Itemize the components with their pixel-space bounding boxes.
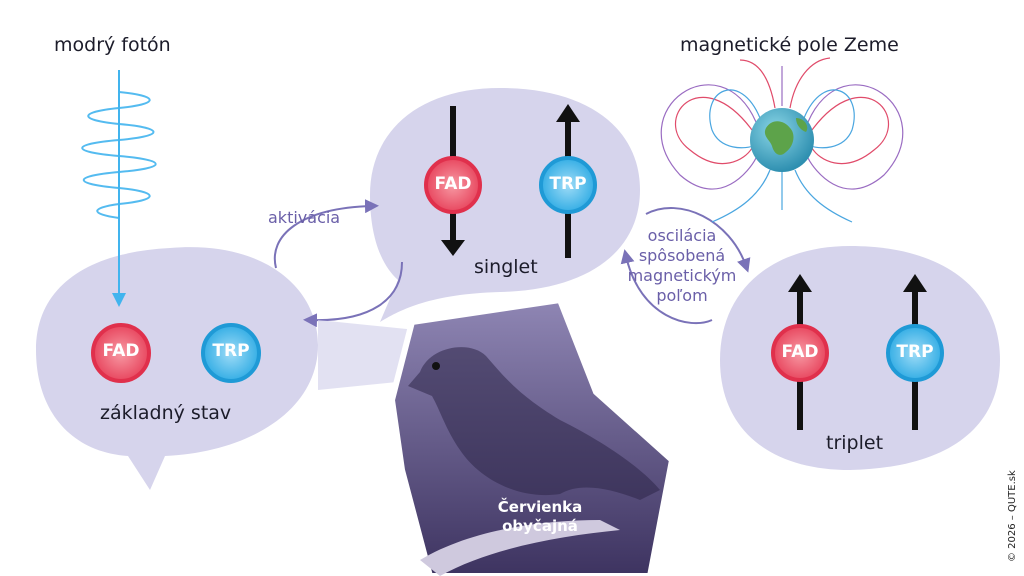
activation-arrow bbox=[273, 199, 379, 269]
singlet-trp-arrowhead-icon bbox=[556, 104, 580, 122]
ground-fad-label: FAD bbox=[102, 341, 140, 361]
bird-name-label: Červienka obyčajná bbox=[480, 498, 600, 536]
ground-fad-circle bbox=[91, 323, 151, 383]
singlet-label: singlet bbox=[474, 256, 538, 278]
bird-name-line-1: Červienka bbox=[497, 498, 583, 516]
branch bbox=[420, 520, 620, 576]
oscillation-arrow-top bbox=[645, 207, 751, 273]
triplet-fad-label: FAD bbox=[781, 342, 819, 362]
triplet-label: triplet bbox=[826, 432, 884, 454]
triplet-fad-circle bbox=[771, 324, 829, 382]
oscillation-line-4: poľom bbox=[656, 286, 708, 305]
oscillation-line-3: magnetickým bbox=[627, 266, 737, 285]
ground-state-label: základný stav bbox=[100, 402, 232, 424]
field-title: magnetické pole Zeme bbox=[680, 34, 899, 56]
activation-label: aktivácia bbox=[268, 208, 341, 227]
oscillation-line-1: oscilácia bbox=[647, 226, 717, 245]
magnetic-field-lines bbox=[660, 57, 904, 223]
copyright-text: © 2026 – QUTE.sk bbox=[1007, 470, 1018, 562]
triplet-trp-circle bbox=[886, 324, 944, 382]
singlet-trp-label: TRP bbox=[549, 174, 587, 194]
ground-trp-circle bbox=[201, 323, 261, 383]
singlet-fad-circle bbox=[424, 156, 482, 214]
singlet-bubble bbox=[370, 88, 640, 322]
bird-name-line-2: obyčajná bbox=[502, 517, 578, 535]
oscillation-arrow-bottom bbox=[620, 249, 713, 325]
oscillation-line-2: spôsobená bbox=[638, 246, 726, 265]
triplet-fad-arrowhead-icon bbox=[788, 274, 812, 292]
triplet-bubble bbox=[720, 246, 1000, 470]
singlet-fad-label: FAD bbox=[434, 174, 472, 194]
oscillation-label: oscilácia spôsobená magnetickým poľom bbox=[612, 226, 752, 306]
singlet-trp-circle bbox=[539, 156, 597, 214]
relaxation-arrow bbox=[303, 261, 403, 328]
triplet-trp-arrowhead-icon bbox=[903, 274, 927, 292]
singlet-fad-arrowhead-icon bbox=[441, 240, 465, 256]
triplet-trp-label: TRP bbox=[896, 342, 934, 362]
photon-title: modrý fotón bbox=[54, 34, 171, 56]
earth-continents bbox=[764, 118, 808, 155]
ground-state-bubble bbox=[36, 247, 318, 490]
bird-eye bbox=[432, 362, 440, 370]
photon-wave bbox=[81, 91, 157, 219]
bird-silhouette bbox=[408, 347, 660, 500]
ground-trp-label: TRP bbox=[212, 341, 250, 361]
